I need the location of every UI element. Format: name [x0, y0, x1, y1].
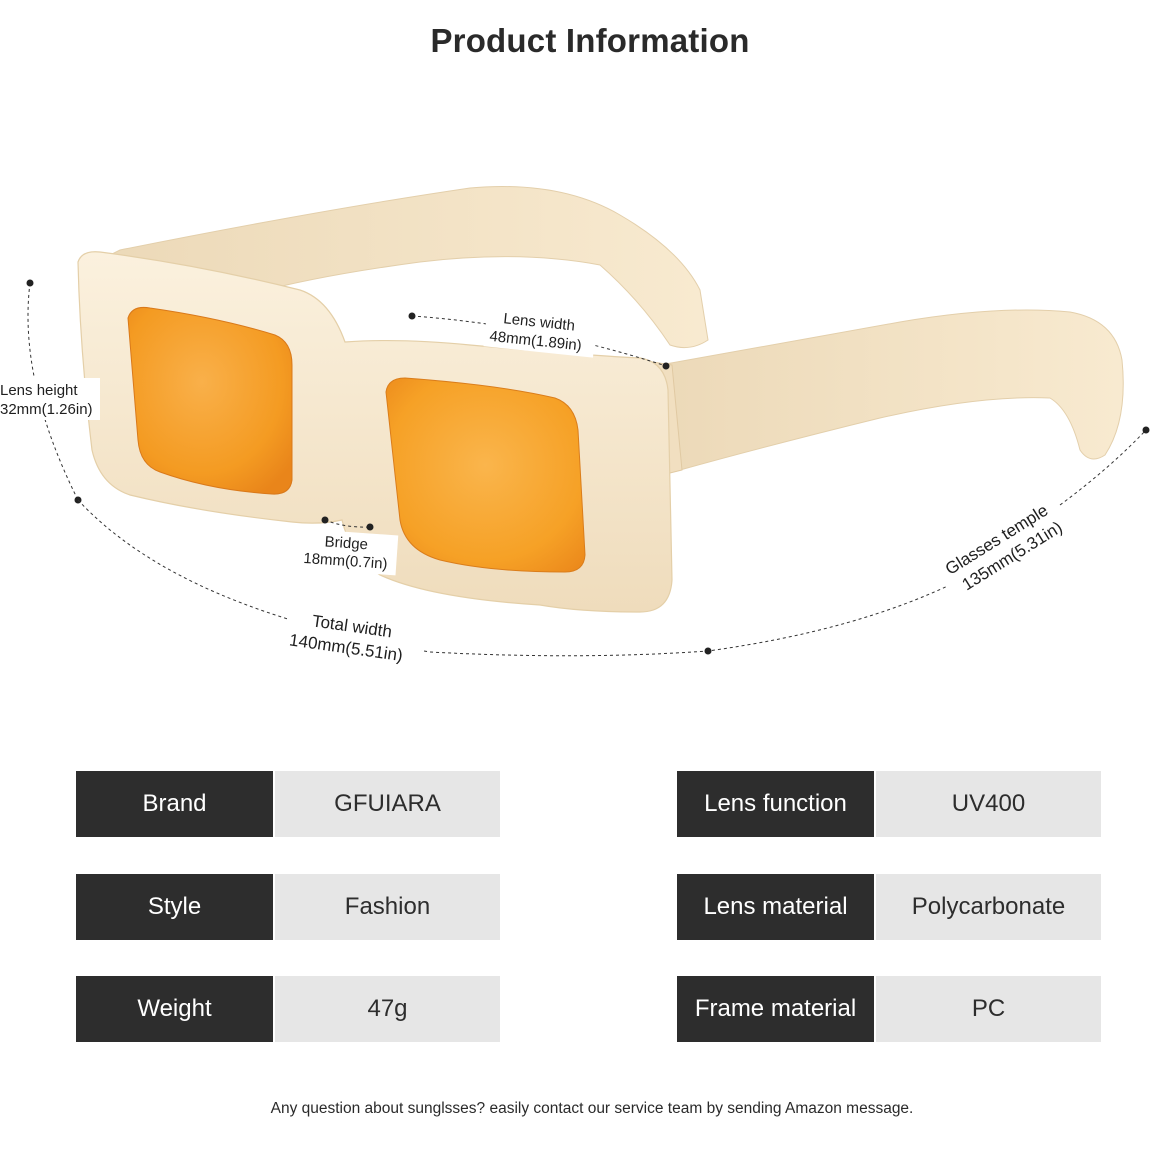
left-lens [127, 307, 293, 495]
spec-label: Lens function [677, 771, 874, 837]
spec-label: Brand [76, 771, 273, 837]
spec-row-lens-material: Lens material Polycarbonate [677, 874, 1101, 940]
spec-value: 47g [275, 976, 500, 1042]
spec-label: Style [76, 874, 273, 940]
spec-value: PC [876, 976, 1101, 1042]
spec-value: UV400 [876, 771, 1101, 837]
lens-height-label: Lens height [0, 382, 78, 399]
bridge-dimension: Bridge 18mm(0.7in) [301, 516, 399, 576]
bridge-label: Bridge [324, 533, 368, 553]
spec-row-weight: Weight 47g [76, 976, 500, 1042]
spec-value: Polycarbonate [876, 874, 1101, 940]
lens-height-value: 32mm(1.26in) [0, 401, 93, 418]
total-width-dimension: Total width 140mm(5.51in) [77, 499, 961, 674]
page-title: Product Information [430, 22, 750, 59]
spec-row-style: Style Fashion [76, 874, 500, 940]
back-temple [98, 186, 709, 349]
front-temple [659, 309, 1124, 471]
spec-row-frame-material: Frame material PC [677, 976, 1101, 1042]
bridge-value: 18mm(0.7in) [303, 550, 388, 573]
footer-note: Any question about sunglsses? easily con… [270, 1100, 914, 1117]
spec-label: Weight [76, 976, 273, 1042]
spec-label: Frame material [677, 976, 874, 1042]
right-lens [385, 377, 586, 573]
spec-value: GFUIARA [275, 771, 500, 837]
sunglasses-illustration: Lens height 32mm(1.26in) Lens width 48mm… [0, 186, 1150, 674]
lens-height-dimension: Lens height 32mm(1.26in) [0, 279, 100, 504]
spec-value: Fashion [275, 874, 500, 940]
lens-width-dimension: Lens width 48mm(1.89in) [408, 304, 670, 370]
spec-row-lens-function: Lens function UV400 [677, 771, 1101, 837]
glasses-temple-dimension: Glasses temple 135mm(5.31in) [931, 426, 1150, 606]
spec-row-brand: Brand GFUIARA [76, 771, 500, 837]
spec-label: Lens material [677, 874, 874, 940]
